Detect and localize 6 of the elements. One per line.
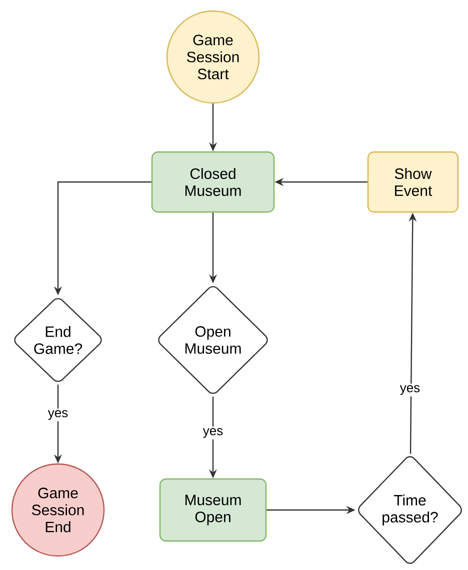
process-box: Museum Open [159,478,267,542]
edge-label: yes [201,426,225,440]
edge-label: yes [46,408,70,422]
process-box: Closed Museum [151,151,275,213]
edge-label: yes [398,384,422,396]
process-box: Show Event [367,151,459,213]
